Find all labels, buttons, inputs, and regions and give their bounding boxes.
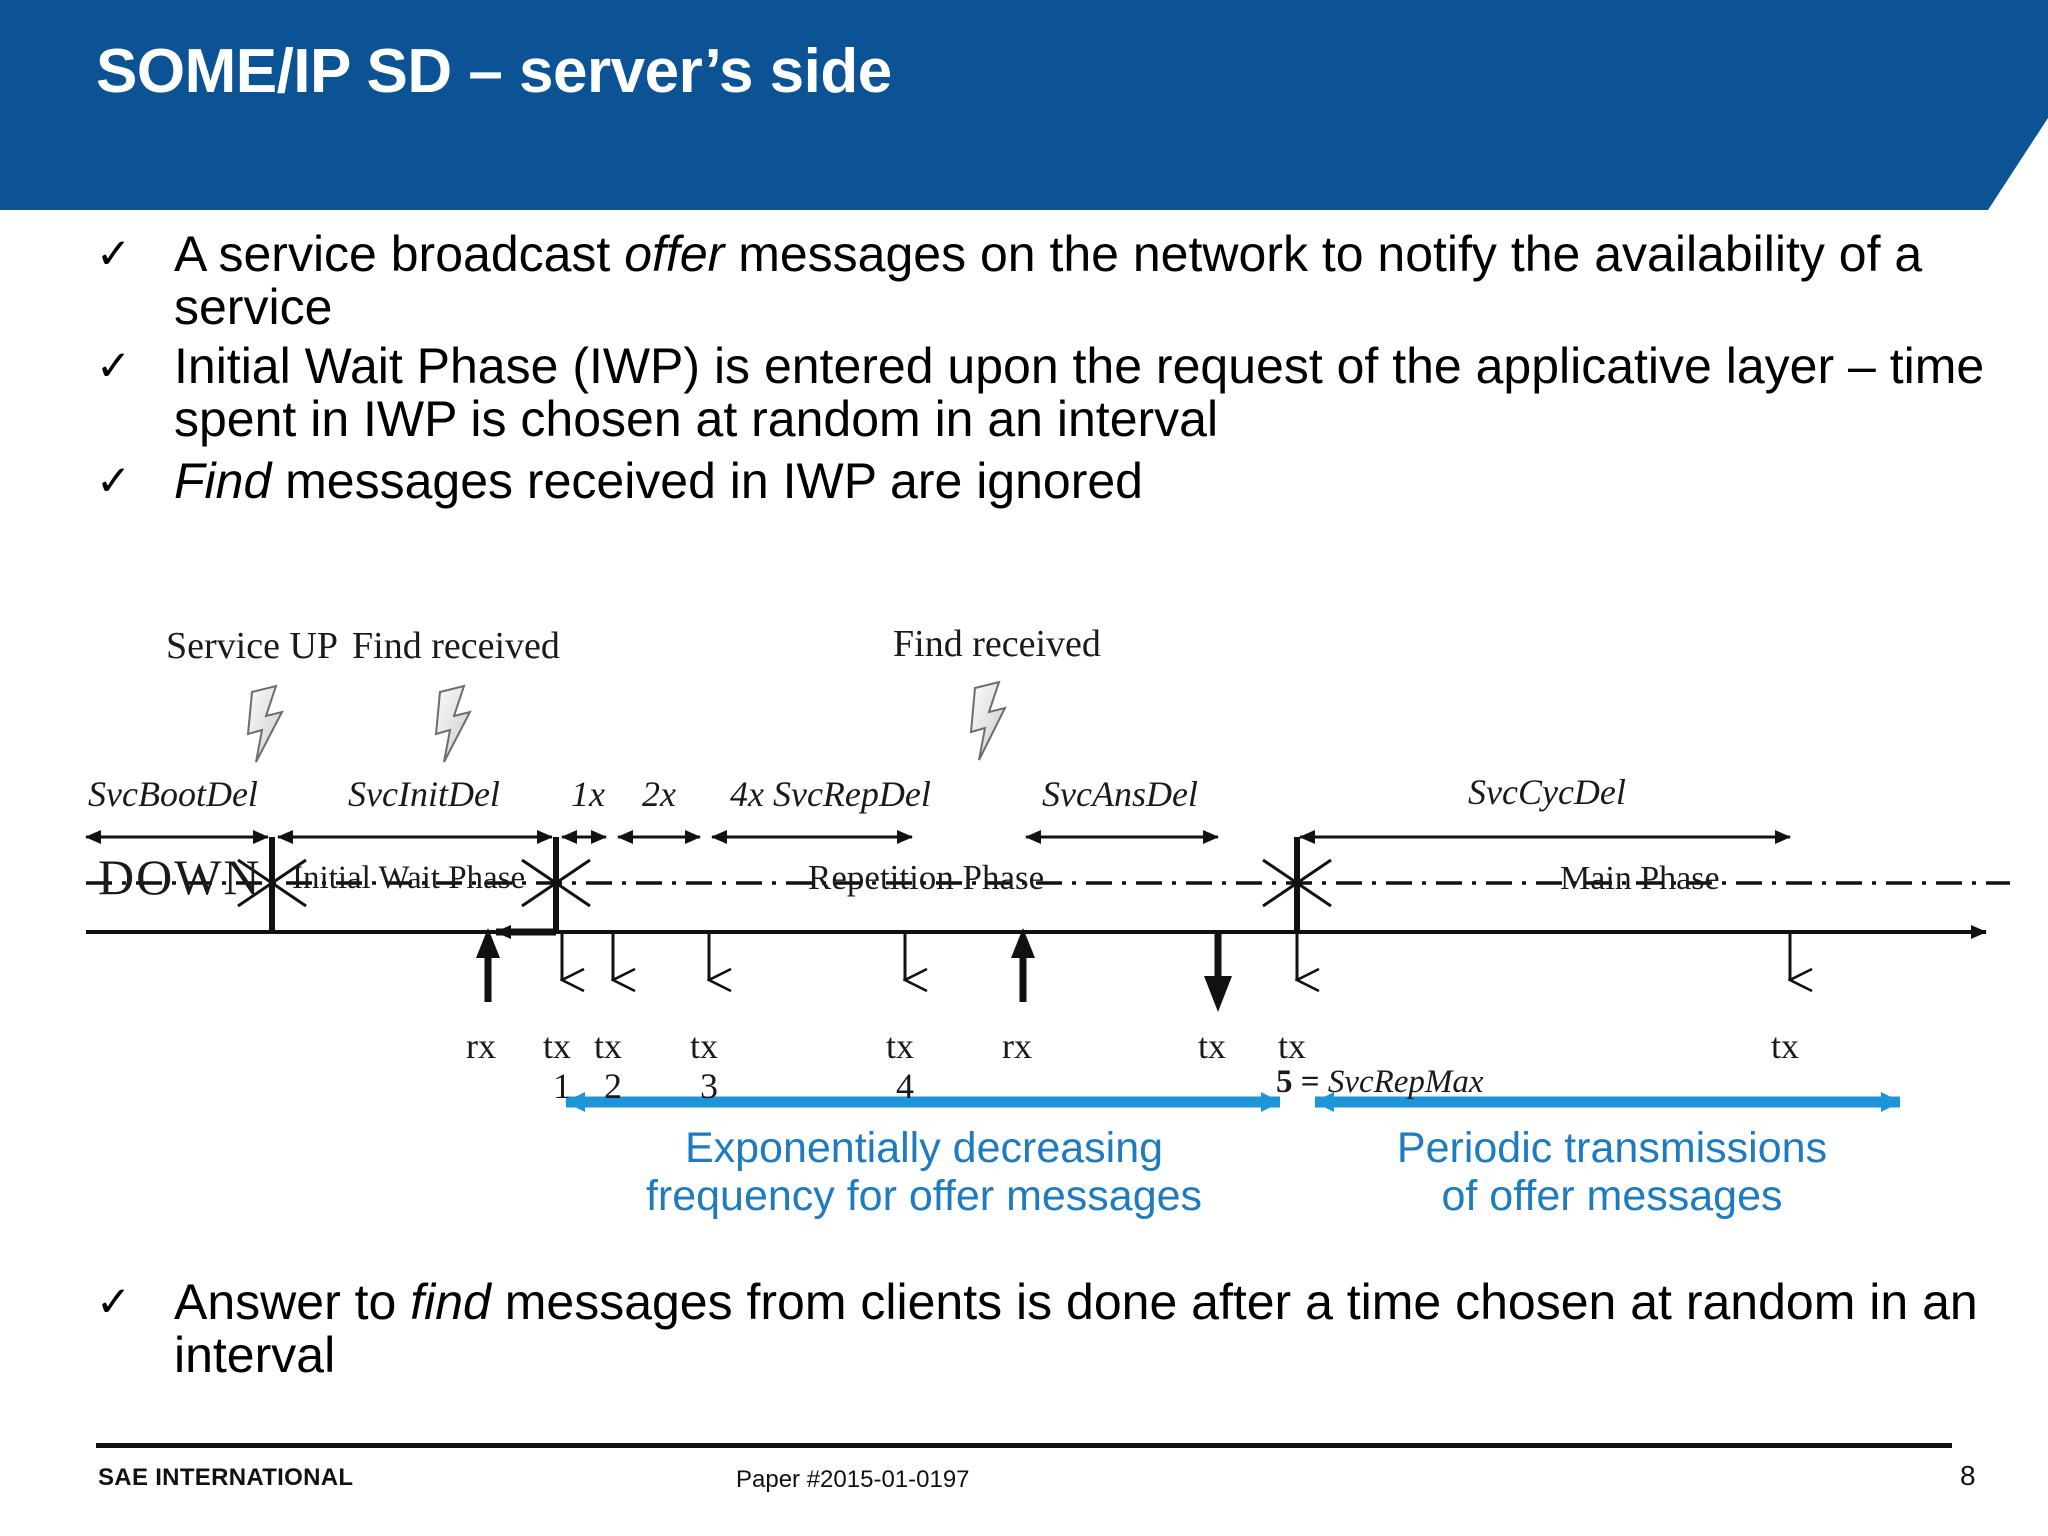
message-index-1: 1 [553,1066,571,1106]
phase-label-initial-wait: Initial Wait Phase [292,860,526,896]
check-icon: ✓ [96,1278,132,1325]
rx-arrow-group [476,928,1035,1002]
interval-label-svcbootdel: SvcBootDel [88,774,258,814]
annotation-line-2: frequency for offer messages [645,1172,1203,1221]
message-label-tx-1: tx [543,1026,572,1066]
check-icon: ✓ [96,457,132,504]
message-index-4: 4 [896,1066,914,1106]
footer-divider [96,1443,1952,1448]
bullet-text-4: Answer to find messages from clients is … [174,1274,1978,1383]
timeline-vector-layer [85,680,2010,1112]
svcrepmax-equals: = [1292,1064,1328,1100]
tx-arrow-group [562,932,1790,980]
state-label-down: DOWN [98,849,262,905]
message-label-tx-5: tx [1278,1026,1307,1066]
bullet-item-4: ✓ Answer to find messages from clients i… [96,1276,2026,1382]
page-title: SOME/IP SD – server’s side [96,37,892,106]
interval-label-4x-svcrepdel: 4x SvcRepDel [730,774,931,814]
message-label-tx-2: tx [594,1026,623,1066]
phase-label-repetition: Repetition Phase [808,858,1045,897]
interval-label-2x: 2x [642,774,676,814]
message-label-tx-answer: tx [1198,1026,1227,1066]
svcrepmax-label: SvcRepMax [1327,1064,1484,1100]
annotation-periodic-transmissions: Periodic transmissions of offer messages [1312,1124,1912,1220]
page-number: 8 [1960,1460,1976,1491]
svcrepmax-number: 5 [1276,1064,1293,1100]
tx-bold-arrow [1204,932,1232,1012]
message-label-tx-3: tx [690,1026,719,1066]
event-label-find-received-2: Find received [893,623,1101,665]
bullet-item-2: ✓ Initial Wait Phase (IWP) is entered up… [96,340,2026,446]
annotation-line-1: Periodic transmissions [1396,1124,1828,1172]
lightning-bolt-icon [434,684,472,763]
message-label-tx-4: tx [886,1026,915,1066]
interval-label-1x: 1x [571,774,605,814]
lightning-bolt-icon [246,684,284,763]
event-label-service-up: Service UP [166,625,339,667]
message-label-rx-1: rx [466,1026,496,1066]
bullet-text-3: Find messages received in IWP are ignore… [174,453,1143,509]
message-label-tx-6: tx [1771,1026,1800,1066]
slide-header: SOME/IP SD – server’s side [0,0,2048,210]
interval-label-svcansdel: SvcAnsDel [1042,774,1198,814]
svcrepmax-note: 5 = SvcRepMax [1276,1064,1484,1101]
phase-label-main: Main Phase [1560,860,1720,897]
bullet-item-3: ✓ Find messages received in IWP are igno… [96,455,1996,508]
annotation-line-2: of offer messages [1441,1172,1783,1221]
bullet-text-2: Initial Wait Phase (IWP) is entered upon… [174,338,1985,447]
bullet-item-1: ✓ A service broadcast offer messages on … [96,228,1996,334]
footer-org-label: SAE INTERNATIONAL [98,1464,354,1491]
interval-label-svcinitdel: SvcInitDel [348,774,500,814]
interval-label-svccycdel: SvcCycDel [1468,772,1626,812]
annotation-line-1: Exponentially decreasing [684,1124,1164,1172]
event-label-find-received-1: Find received [352,625,560,667]
header-banner-shape [0,0,2048,210]
message-index-2: 2 [604,1066,622,1106]
footer-paper-reference: Paper #2015-01-0197 [736,1466,970,1493]
message-index-3: 3 [700,1066,718,1106]
message-label-rx-2: rx [1002,1026,1032,1066]
annotation-exponential-decrease: Exponentially decreasing frequency for o… [566,1124,1282,1220]
phase-boundary-markers [237,858,1332,908]
phase-separator-bars [269,837,1300,932]
check-icon: ✓ [96,342,132,389]
someip-sd-timeline-diagram: Service UP Find received Find received S… [0,623,2048,1270]
check-icon: ✓ [96,230,132,277]
bullet-text-1: A service broadcast offer messages on th… [174,226,1923,335]
lightning-bolt-icon [969,680,1007,761]
